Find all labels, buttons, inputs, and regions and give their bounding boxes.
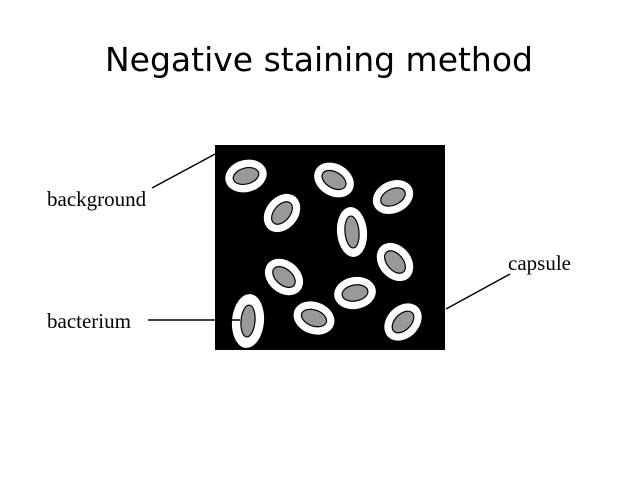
bacterium — [344, 215, 360, 249]
background-leader-line — [151, 152, 218, 189]
bacterium-label: bacterium — [47, 309, 131, 333]
capsule-leader-line — [445, 273, 511, 310]
capsule-label: capsule — [508, 251, 571, 275]
bacterial-cell — [334, 276, 376, 310]
bacterial-cell — [264, 258, 304, 296]
bacterial-cell — [225, 159, 267, 193]
bacterial-cell — [293, 301, 335, 335]
background-label: background — [47, 187, 147, 211]
bacterial-cell — [314, 162, 354, 198]
bacterial-cell — [336, 207, 368, 257]
bacterium — [232, 166, 260, 186]
bacterial-cell — [376, 242, 414, 282]
slide-title: Negative staining method — [105, 40, 533, 79]
bacterium — [240, 304, 256, 338]
bacterial-cell — [372, 179, 414, 215]
bacterial-cell — [231, 294, 265, 348]
bacterial-cell — [384, 303, 422, 341]
bacterium — [384, 250, 406, 274]
bacterium — [321, 169, 347, 191]
bacterium — [341, 284, 369, 302]
bacterium — [391, 310, 415, 334]
bacterium — [271, 201, 293, 225]
bacterial-cell — [263, 193, 301, 233]
bacterium — [300, 308, 328, 328]
bacterium — [272, 266, 296, 288]
bacterium — [380, 187, 406, 207]
